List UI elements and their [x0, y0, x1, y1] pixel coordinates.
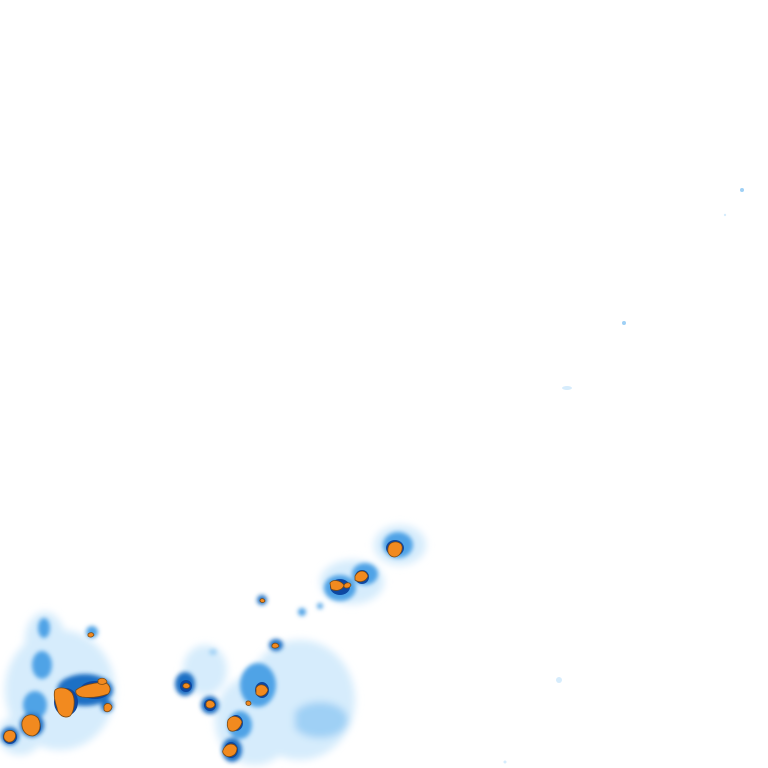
faint-echo	[562, 386, 572, 390]
light-precip	[0, 525, 426, 765]
intense-core	[205, 700, 216, 709]
intense-cores	[3, 541, 403, 757]
intense-core	[387, 541, 403, 558]
intense-core	[226, 716, 243, 732]
intense-core	[354, 570, 369, 583]
intense-core	[182, 682, 191, 689]
intense-core	[245, 700, 252, 706]
precip-area	[25, 612, 65, 668]
precip-cell	[209, 649, 217, 655]
precip-cell	[32, 651, 52, 679]
intense-core	[53, 687, 75, 718]
intense-core	[255, 684, 269, 697]
intense-core	[271, 642, 280, 649]
intense-core	[75, 681, 111, 698]
intense-core	[87, 632, 95, 638]
intense-core	[3, 730, 16, 743]
intense-core	[97, 677, 108, 685]
precip-cell	[23, 691, 47, 719]
intense-core	[103, 703, 113, 713]
intense-core	[222, 743, 238, 757]
intense-core	[343, 582, 352, 589]
precip-cell	[317, 603, 323, 609]
intense-core	[259, 598, 266, 603]
faint-echo	[622, 321, 626, 325]
faint-echo	[503, 760, 507, 764]
precip-area	[292, 702, 348, 738]
precip-cell	[298, 608, 306, 616]
faint-echo	[723, 213, 727, 217]
precip-cell	[38, 618, 50, 638]
faint-echo	[556, 677, 562, 683]
faint-echoes	[503, 188, 744, 764]
faint-echo	[740, 188, 744, 192]
intense-core	[21, 714, 41, 737]
